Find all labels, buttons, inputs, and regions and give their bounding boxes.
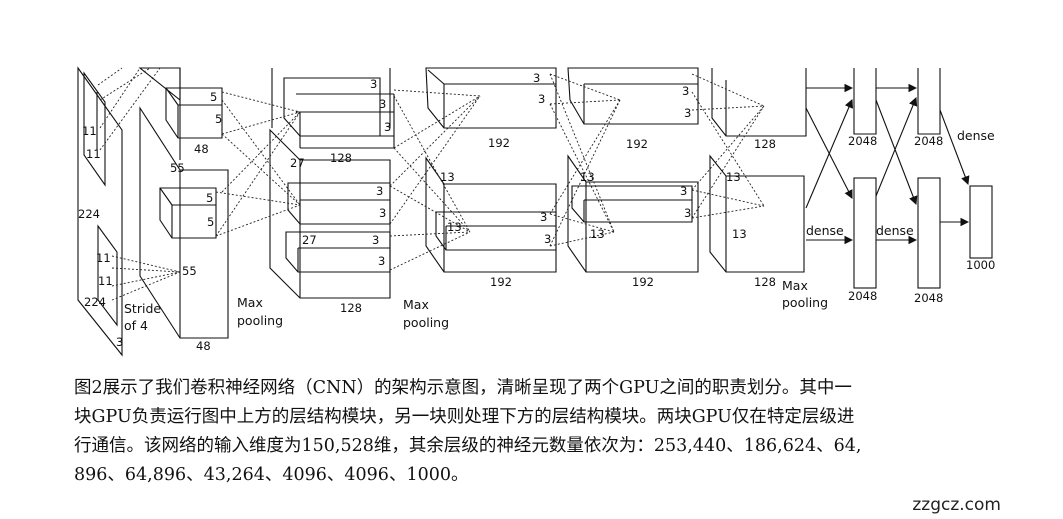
input-channels-label: 3 <box>116 335 123 349</box>
conv1-kernel-label: 5 <box>206 191 213 205</box>
conv1-volume <box>138 67 229 339</box>
watermark: zzgcz.com <box>912 495 1001 515</box>
stride-label: of 4 <box>124 318 148 333</box>
conv4-kernel-label: 3 <box>682 84 689 98</box>
figure-caption: 图2展示了我们卷积神经网络（CNN）的架构示意图，清晰呈现了两个GPU之间的职责… <box>74 374 1009 490</box>
output-size-label: 1000 <box>966 258 995 272</box>
maxpool2-label: pooling <box>403 315 449 330</box>
fc-size-label: 2048 <box>848 134 877 148</box>
maxpool1-label: pooling <box>237 313 283 328</box>
conv4-size-label: 13 <box>590 227 605 241</box>
conv3-depth-label: 192 <box>488 136 510 150</box>
conv4-kernel-label: 3 <box>684 106 691 120</box>
dense-label: dense <box>806 223 844 238</box>
caption-line: 块GPU负责运行图中上方的层结构模块，另一块则处理下方的层结构模块。两块GPU仅… <box>74 407 855 427</box>
conv1-size-label: 55 <box>182 264 197 278</box>
conv3-depth-label: 192 <box>490 275 512 289</box>
maxpool3-label: pooling <box>782 295 828 310</box>
input-volume <box>77 66 123 357</box>
conv2-kernel-label: 3 <box>379 206 386 220</box>
input-size-label: 224 <box>84 295 106 309</box>
input-kernel-label: 11 <box>86 147 101 161</box>
caption-line: 图2展示了我们卷积神经网络（CNN）的架构示意图，清晰呈现了两个GPU之间的职责… <box>74 378 852 398</box>
conv2-kernel-label: 3 <box>376 184 383 198</box>
conv3-kernel-label: 3 <box>538 92 545 106</box>
conv4-volume <box>567 67 699 273</box>
conv2-kernel-label: 3 <box>384 120 391 134</box>
conv1-kernel-label: 5 <box>210 90 217 104</box>
conv3-kernel-label: 3 <box>544 232 551 246</box>
maxpool3-label: Max <box>782 278 808 293</box>
conv5-size-label: 13 <box>726 170 741 184</box>
conv1-depth-label: 48 <box>196 339 211 353</box>
conv2-volume <box>269 68 395 299</box>
conv2-size-label: 27 <box>290 156 305 170</box>
conv1-kernel-label: 5 <box>215 112 222 126</box>
fc-size-label: 2048 <box>914 134 943 148</box>
conv2-kernel-label: 3 <box>372 233 379 247</box>
conv2-depth-label: 128 <box>340 301 362 315</box>
diagram-labels: 11 11 224 11 11 224 Stride of 4 3 5 5 48… <box>78 71 995 353</box>
conv4-kernel-label: 3 <box>680 184 687 198</box>
conv4-depth-label: 192 <box>632 275 654 289</box>
conv4-kernel-label: 3 <box>684 206 691 220</box>
conv5-depth-label: 128 <box>754 275 776 289</box>
conv5-size-label: 13 <box>732 227 747 241</box>
conv2-depth-label: 128 <box>330 151 352 165</box>
conv3-size-label: 13 <box>447 220 462 234</box>
conv3-kernel-label: 3 <box>540 210 547 224</box>
conv2-kernel-label: 3 <box>378 254 385 268</box>
maxpool1-label: Max <box>237 295 263 310</box>
conv3-volume <box>425 67 557 273</box>
fc-size-label: 2048 <box>914 291 943 305</box>
maxpool2-label: Max <box>403 297 429 312</box>
conv2-kernel-label: 3 <box>370 77 377 91</box>
kernel-projections <box>97 67 765 301</box>
input-kernel-label: 11 <box>96 251 111 265</box>
input-size-label: 224 <box>78 207 100 221</box>
cnn-architecture-diagram: 11 11 224 11 11 224 Stride of 4 3 5 5 48… <box>77 66 995 357</box>
caption-line: 896、64,896、43,264、4096、4096、1000。 <box>74 465 469 485</box>
fc-layers <box>853 68 993 289</box>
conv4-depth-label: 192 <box>626 137 648 151</box>
dense-label: dense <box>876 223 914 238</box>
conv5-volume <box>709 68 807 273</box>
conv1-size-label: 55 <box>170 161 185 175</box>
input-kernel-label: 11 <box>82 124 97 138</box>
stride-label: Stride <box>124 301 161 316</box>
conv4-size-label: 13 <box>580 170 595 184</box>
dense-label: dense <box>957 128 995 143</box>
conv3-kernel-label: 3 <box>533 71 540 85</box>
conv2-kernel-label: 3 <box>379 97 386 111</box>
fc-size-label: 2048 <box>848 289 877 303</box>
dense-connections <box>805 83 970 245</box>
conv1-kernel-label: 5 <box>207 215 214 229</box>
conv1-depth-label: 48 <box>194 142 209 156</box>
conv2-size-label: 27 <box>302 233 317 247</box>
caption-line: 行通信。该网络的输入维度为150,528维，其余层级的神经元数量依次为：253,… <box>74 436 862 456</box>
conv5-depth-label: 128 <box>754 137 776 151</box>
input-kernel-label: 11 <box>98 274 113 288</box>
conv3-size-label: 13 <box>440 170 455 184</box>
